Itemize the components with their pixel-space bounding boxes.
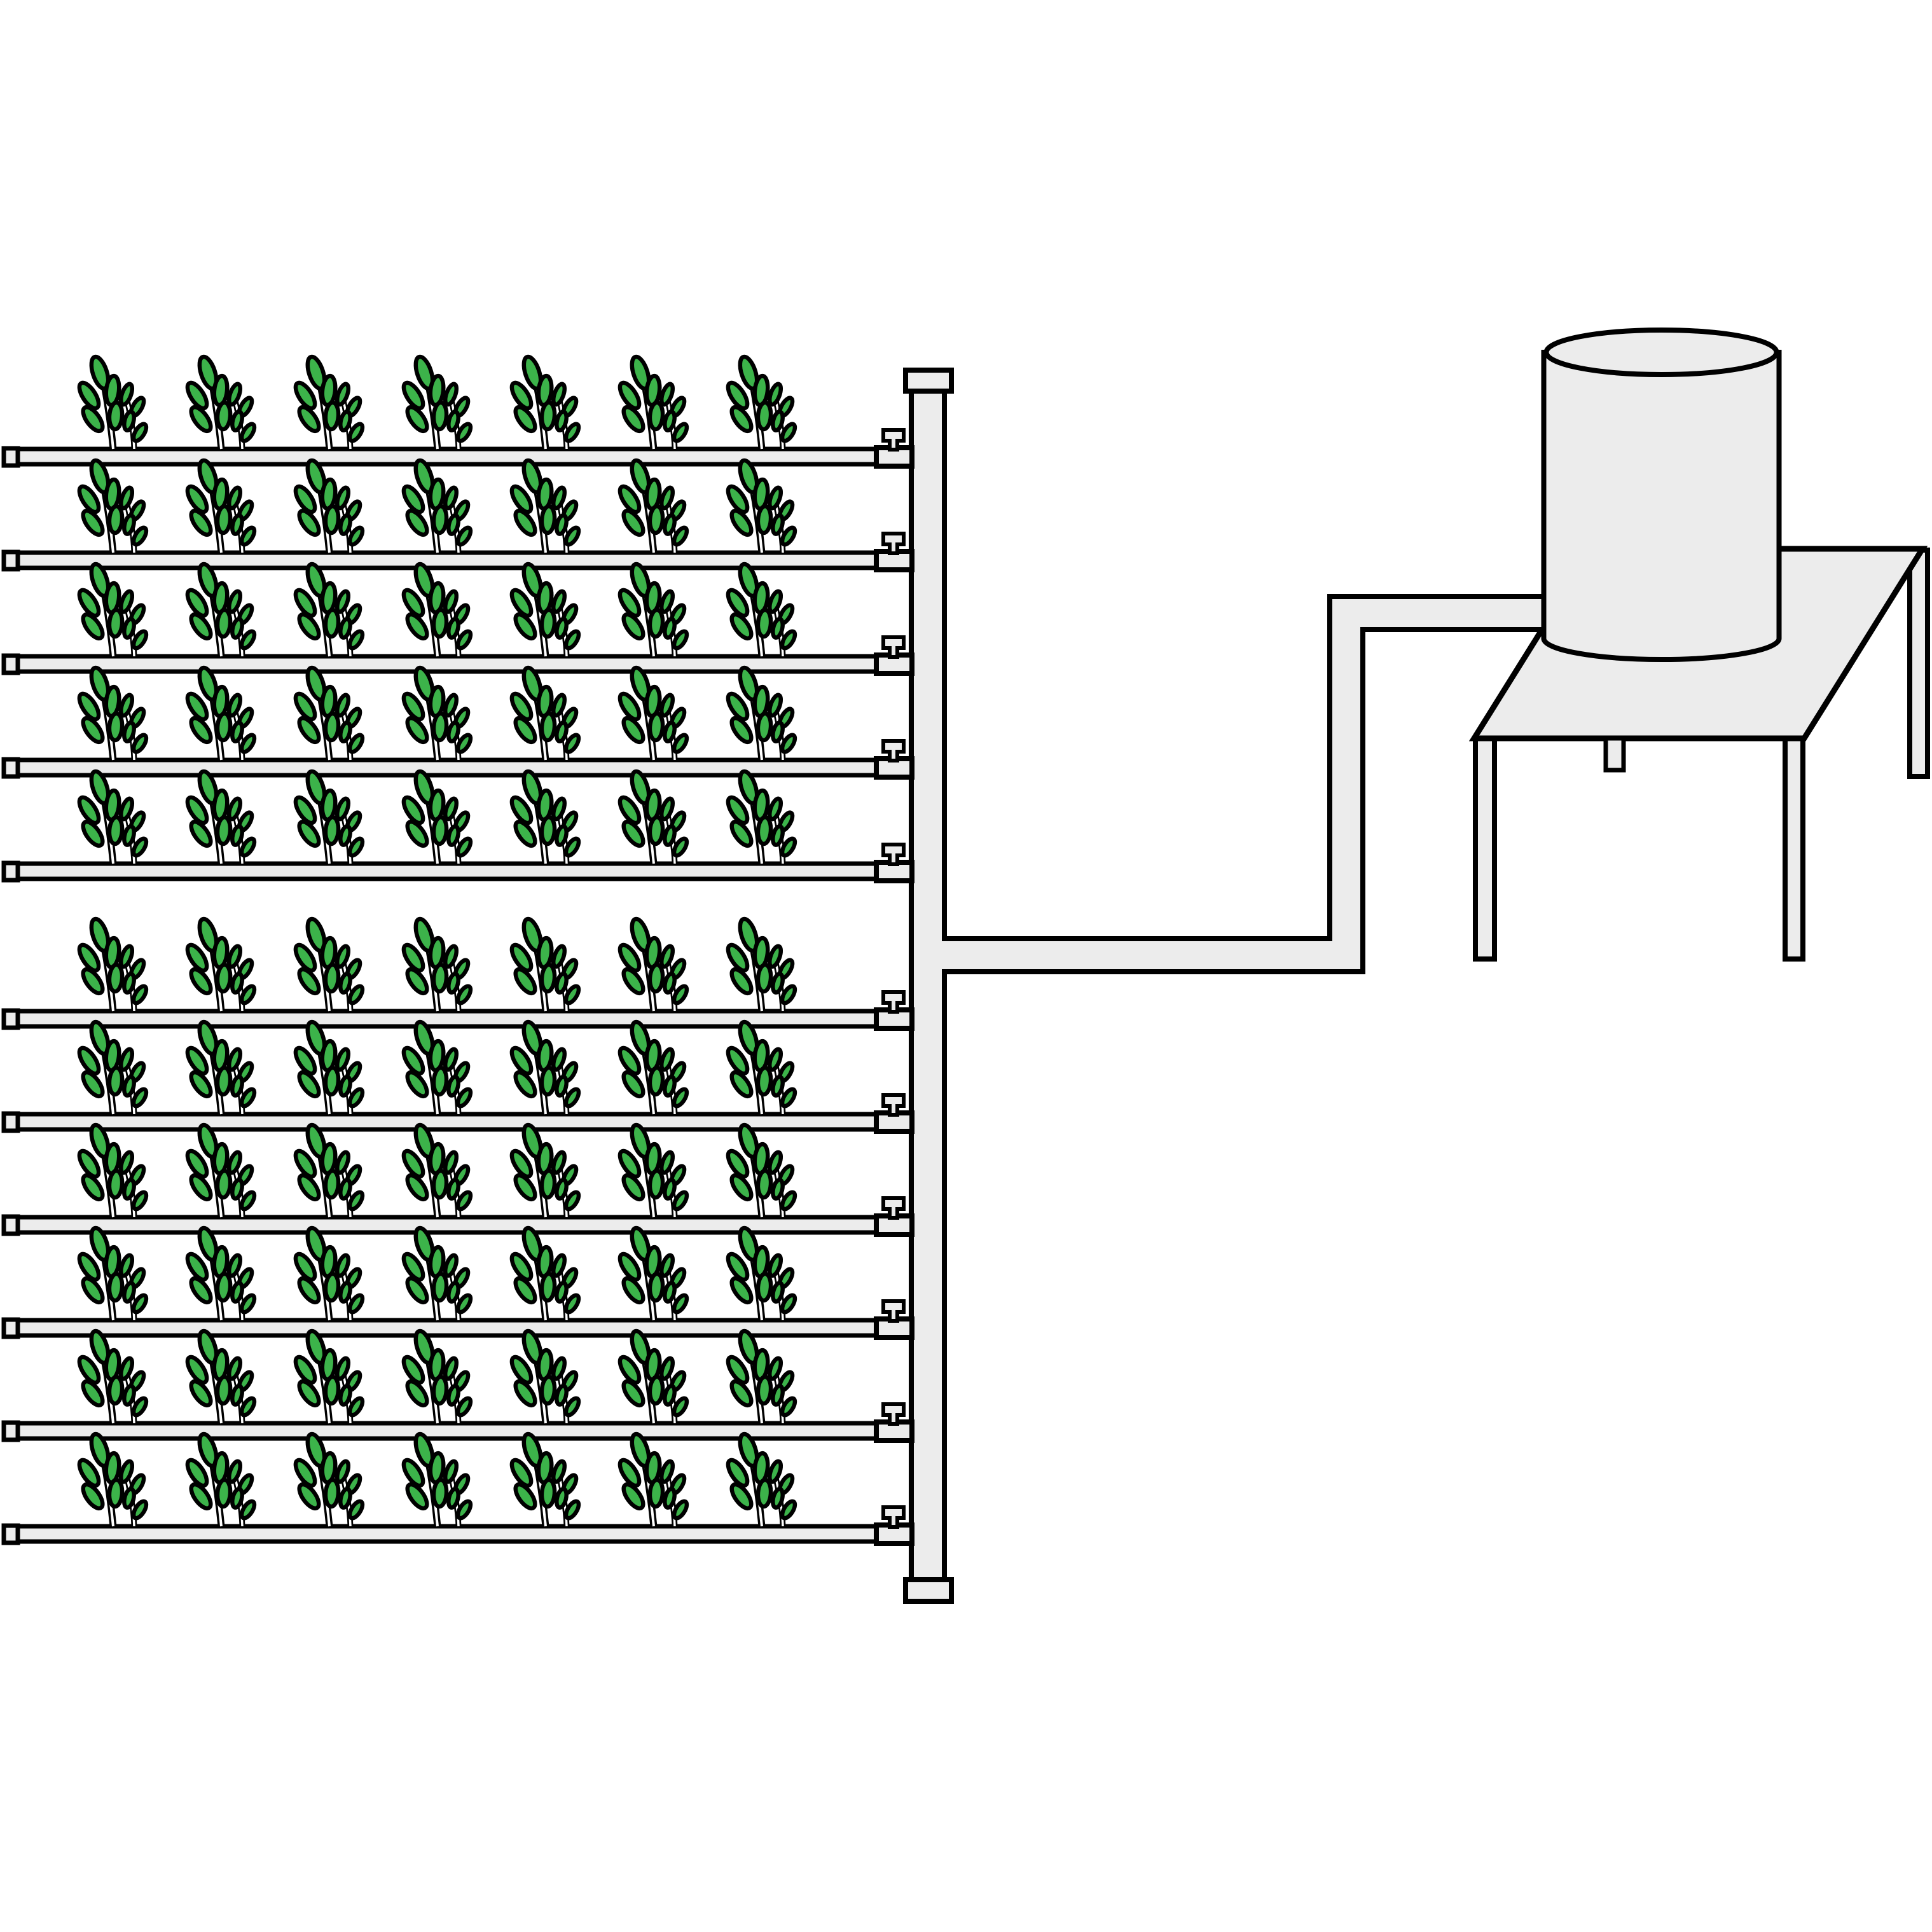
pipe-end-cap xyxy=(1,549,20,572)
manifold-top-cap xyxy=(903,368,954,394)
grow-pipe xyxy=(14,861,880,881)
valve-icon xyxy=(881,428,906,452)
grow-pipe xyxy=(14,1524,880,1544)
grow-row-3 xyxy=(1,562,914,676)
supply-line-outline-upper xyxy=(942,594,1546,941)
valve-icon xyxy=(881,1196,906,1220)
pipe-end-cap xyxy=(1,1523,20,1545)
grow-row-2 xyxy=(1,459,914,572)
valve-icon xyxy=(881,739,906,762)
pipe-end-cap xyxy=(1,757,20,779)
grow-row-7 xyxy=(1,1020,914,1134)
valve-icon xyxy=(881,1299,906,1323)
supply-line-outline-lower xyxy=(942,627,1546,974)
grow-rows xyxy=(1,355,914,1546)
grow-row-1 xyxy=(1,355,914,469)
supply-manifold-pipe xyxy=(909,378,947,1593)
stand-leg-front-left xyxy=(1473,736,1497,962)
pipe-end-cap xyxy=(1,860,20,883)
grow-row-10 xyxy=(1,1329,914,1443)
grow-row-11 xyxy=(1,1432,914,1546)
pipe-end-cap xyxy=(1,1111,20,1133)
valve-icon xyxy=(881,990,906,1014)
tank-body xyxy=(1541,350,1782,662)
stand-leg-back-right xyxy=(1907,548,1930,779)
pipe-end-cap xyxy=(1,1008,20,1030)
valve-icon xyxy=(881,532,906,555)
valve-icon xyxy=(881,1093,906,1117)
pipe-end-cap xyxy=(1,1214,20,1236)
grow-row-9 xyxy=(1,1226,914,1340)
grow-row-5 xyxy=(1,769,914,883)
pipe-end-cap xyxy=(1,446,20,468)
supply-line xyxy=(942,594,1546,974)
water-tank xyxy=(1541,328,1782,662)
pipe-end-cap xyxy=(1,1420,20,1442)
manifold-bottom-cap xyxy=(903,1577,954,1604)
pipe-coupling xyxy=(874,445,914,469)
valve-icon xyxy=(881,1505,906,1529)
valve-icon xyxy=(881,635,906,659)
grow-row-4 xyxy=(1,666,914,780)
valve-icon xyxy=(881,843,906,866)
pipe-end-cap xyxy=(1,653,20,675)
stand-leg-back-left xyxy=(1603,736,1626,773)
grow-row-6 xyxy=(1,917,914,1031)
tank-rim xyxy=(1543,328,1779,377)
stand-leg-front-right xyxy=(1783,736,1805,962)
valve-icon xyxy=(881,1402,906,1426)
pipe-end-cap xyxy=(1,1317,20,1339)
grow-row-8 xyxy=(1,1123,914,1237)
